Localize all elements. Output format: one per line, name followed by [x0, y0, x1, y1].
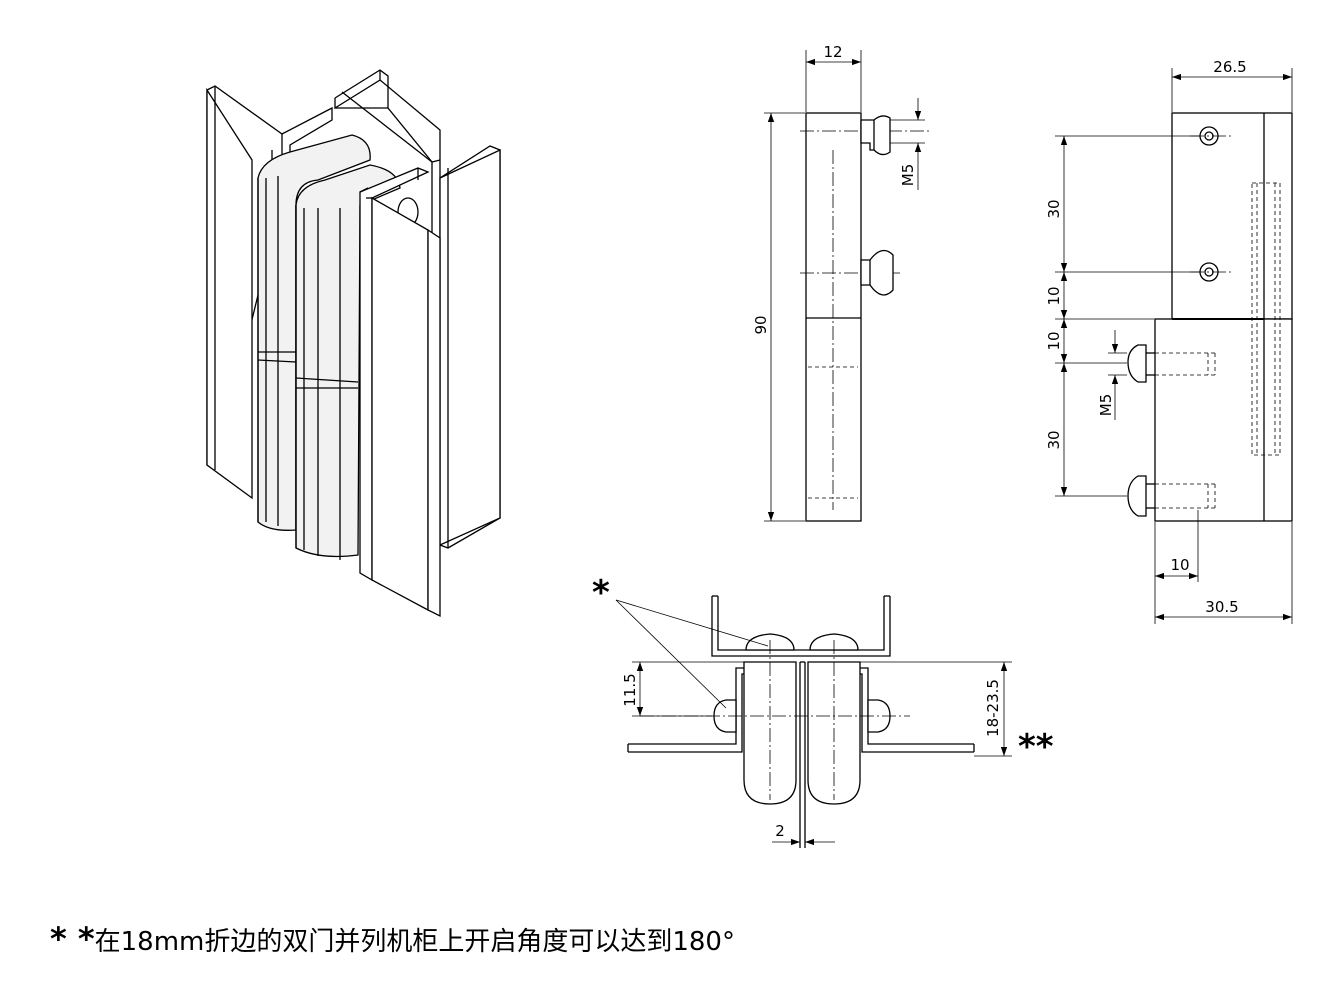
side-view: 26.5 30 10 10 30 M5 10 30.5 [1045, 58, 1293, 624]
dim-front-height: 90 [752, 315, 770, 334]
dim-side-top-width: 26.5 [1213, 58, 1246, 76]
side-screw-2 [1127, 475, 1216, 517]
dim-side-spacing-lower-small: 10 [1045, 331, 1063, 350]
side-screw-1 [1127, 344, 1216, 383]
isometric-view [206, 69, 501, 618]
dim-front-thread: M5 [899, 164, 917, 187]
dim-front-width: 12 [823, 43, 842, 61]
dim-top-offset: 11.5 [621, 673, 639, 706]
dim-side-screw-offset: 10 [1170, 556, 1189, 574]
front-screw-2 [860, 249, 894, 296]
marker-single-star: * [592, 573, 610, 613]
dim-side-spacing-lower: 30 [1045, 430, 1063, 449]
front-screw-1 [860, 115, 891, 156]
top-view: 11.5 18-23.5 2 * ** [592, 573, 1054, 848]
dim-side-spacing-upper-small: 10 [1045, 286, 1063, 305]
footnote-stars: * * [50, 920, 95, 958]
dim-side-spacing-upper: 30 [1045, 199, 1063, 218]
marker-double-star: ** [1018, 727, 1054, 767]
footnote-text: 在18mm折边的双门并列机柜上开启角度可以达到180° [94, 927, 735, 957]
dim-top-range: 18-23.5 [984, 679, 1002, 737]
footnote: * *在18mm折边的双门并列机柜上开启角度可以达到180° [50, 920, 735, 958]
front-view: 12 90 M5 [752, 43, 930, 522]
dim-top-gap: 2 [775, 822, 785, 840]
dim-side-thread: M5 [1097, 394, 1115, 417]
dim-side-bottom-width: 30.5 [1205, 598, 1238, 616]
